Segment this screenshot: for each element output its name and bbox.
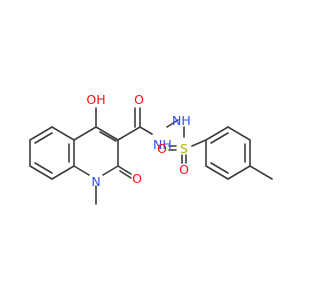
bond-layer xyxy=(29,107,273,205)
bond xyxy=(227,165,251,180)
bond-double-inner xyxy=(34,162,53,174)
bond xyxy=(51,165,75,180)
sulfur-label: S xyxy=(180,141,188,156)
hydrazide-n2-label: NH xyxy=(172,113,191,128)
hydrazide-n1-label: NH xyxy=(153,137,172,152)
hydrazide-n2-symbol: N xyxy=(172,113,181,128)
bond xyxy=(205,165,229,180)
bond xyxy=(117,165,132,175)
bond xyxy=(29,126,53,141)
bond-double-inner xyxy=(34,132,53,144)
atom-label-layer: OH O N O NH NH S O O xyxy=(86,92,190,189)
bond xyxy=(139,126,153,135)
bond-double-inner xyxy=(210,132,229,144)
bond xyxy=(117,126,141,141)
ring-nitrogen-label: N xyxy=(91,174,100,189)
bond xyxy=(29,165,53,180)
bond xyxy=(205,126,229,141)
amide-oxygen-label: O xyxy=(134,92,144,107)
sulfonyl-oxygen-1-label: O xyxy=(157,141,167,156)
bond xyxy=(249,165,273,180)
bond-double-inner xyxy=(210,162,229,174)
hydrazide-n1-symbol: N xyxy=(153,137,162,152)
bond xyxy=(191,139,207,147)
bond xyxy=(73,126,97,141)
bond-double-inner xyxy=(99,131,117,142)
bond xyxy=(227,126,251,141)
bond xyxy=(95,126,119,141)
hydrazide-n2-hydrogen: H xyxy=(181,113,190,128)
bond xyxy=(102,165,119,176)
bond xyxy=(166,119,179,128)
bond xyxy=(73,165,90,176)
sulfonyl-oxygen-2-label: O xyxy=(179,162,189,177)
bond-double xyxy=(119,170,132,179)
bond xyxy=(51,126,75,141)
hydrazide-n1-hydrogen: H xyxy=(162,137,171,152)
hydroxyl-label: OH xyxy=(86,92,105,107)
lactam-oxygen-label: O xyxy=(132,171,142,186)
molecule-structure: OH O N O NH NH S O O xyxy=(29,92,273,205)
